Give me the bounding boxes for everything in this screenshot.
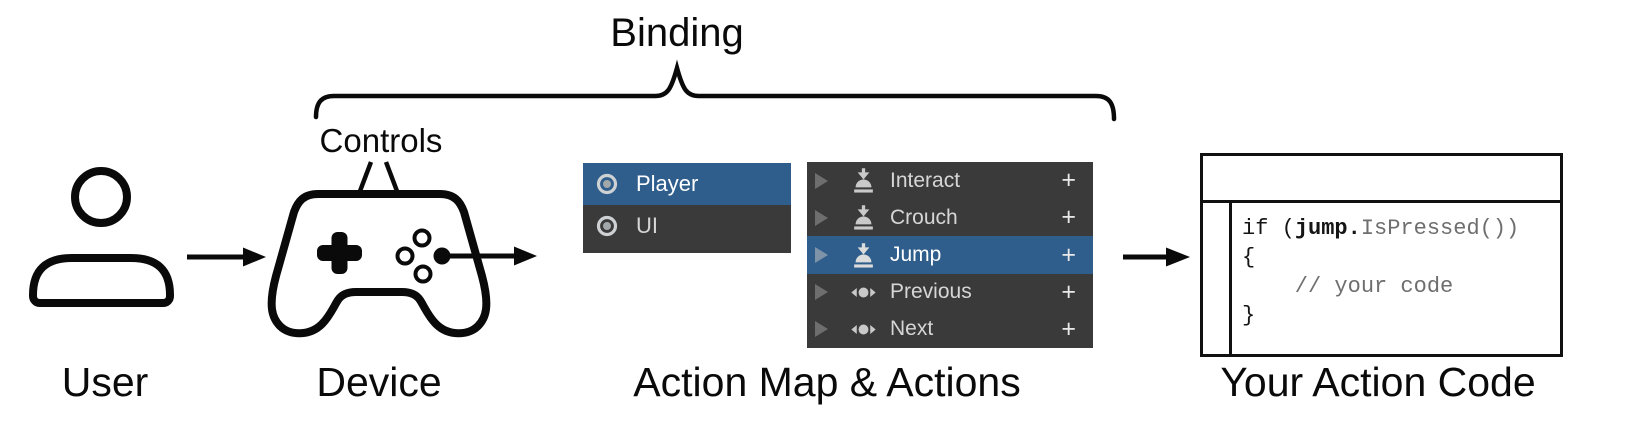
action-code-label: Your Action Code: [1220, 359, 1536, 405]
action-row-label: Interact: [890, 168, 961, 192]
code-text: if (jump.IsPressed()) { // your code }: [1242, 216, 1520, 328]
foldout-triangle-icon[interactable]: [815, 172, 828, 189]
foldout-triangle-icon[interactable]: [815, 209, 828, 226]
action-map-label: Action Map & Actions: [633, 359, 1021, 405]
axis-icon: [850, 316, 877, 343]
person-icon: [29, 167, 174, 307]
action-row-label: Next: [890, 317, 934, 341]
button-press-icon: [850, 242, 877, 269]
binding-brace-icon: [313, 59, 1117, 122]
controls-label: Controls: [319, 122, 443, 159]
add-binding-button[interactable]: +: [1061, 277, 1076, 306]
user-label: User: [61, 359, 149, 405]
code-gutter: [1203, 203, 1232, 354]
action-row-previous[interactable]: Previous +: [807, 273, 1093, 311]
foldout-triangle-icon[interactable]: [815, 247, 828, 263]
add-binding-button[interactable]: +: [1061, 203, 1076, 232]
action-row-next[interactable]: Next +: [807, 310, 1093, 349]
add-binding-button[interactable]: +: [1061, 240, 1076, 269]
actions-panel: Interact + Crouch +: [807, 162, 1093, 349]
double-circle-icon: [595, 172, 619, 196]
action-maps-panel: Player UI: [583, 163, 791, 253]
arrow-device-to-actionmap-icon: [442, 246, 537, 266]
arrow-actions-to-code-icon: [1123, 247, 1190, 267]
action-row-label: Jump: [890, 243, 942, 266]
add-binding-button[interactable]: +: [1061, 314, 1076, 343]
arrow-user-to-device-icon: [187, 247, 266, 267]
code-window: if (jump.IsPressed()) { // your code }: [1200, 153, 1563, 357]
face-buttons-icon: [395, 228, 451, 284]
button-press-icon: [850, 167, 877, 194]
add-binding-button[interactable]: +: [1061, 166, 1076, 195]
dpad-icon: [317, 232, 362, 274]
foldout-triangle-icon[interactable]: [815, 321, 828, 338]
code-titlebar: [1203, 156, 1560, 203]
action-row-interact[interactable]: Interact +: [807, 162, 1093, 200]
device-label: Device: [316, 359, 442, 405]
binding-label: Binding: [610, 11, 744, 55]
action-map-row-label: Player: [636, 171, 699, 196]
double-circle-icon: [595, 214, 619, 238]
action-row-crouch[interactable]: Crouch +: [807, 199, 1093, 237]
action-row-jump[interactable]: Jump +: [807, 236, 1093, 274]
button-press-icon: [850, 204, 877, 231]
action-map-row-ui[interactable]: UI: [583, 205, 791, 247]
foldout-triangle-icon[interactable]: [815, 284, 828, 301]
action-row-label: Previous: [890, 280, 972, 304]
action-map-row-player[interactable]: Player: [583, 163, 791, 205]
axis-icon: [850, 279, 877, 306]
action-map-row-label: UI: [636, 213, 658, 238]
gamepad-icon: [267, 190, 491, 338]
action-row-label: Crouch: [890, 205, 958, 229]
